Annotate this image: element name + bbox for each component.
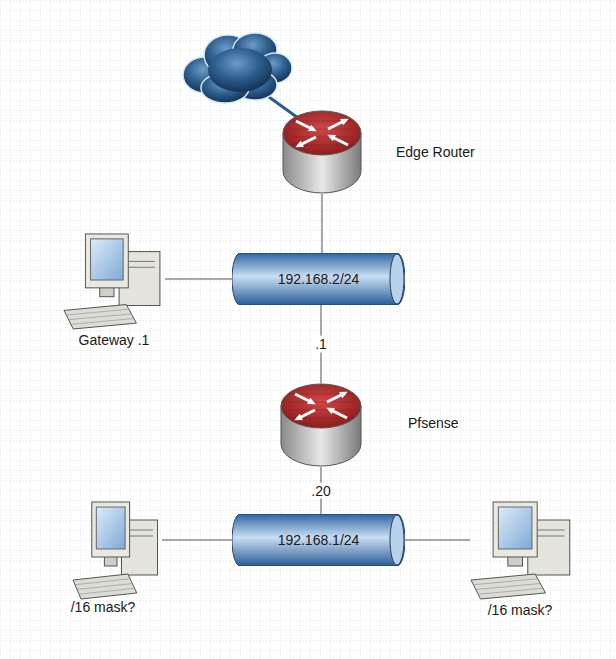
internet-cloud [183, 33, 292, 103]
computer-symbol [470, 500, 575, 600]
client-computer: /16 mask? [470, 500, 575, 600]
router-symbol [282, 110, 362, 194]
network-link [322, 194, 323, 253]
network-segment: 192.168.1/24 [232, 514, 405, 566]
network-segment: 192.168.2/24 [232, 253, 405, 305]
network-link [165, 279, 232, 280]
device-label: /16 mask? [488, 602, 553, 619]
device-label: /16 mask? [71, 599, 136, 616]
gateway-computer: Gateway .1 [63, 232, 165, 330]
device-label: Edge Router [396, 144, 475, 161]
edge-router: Edge Router [282, 110, 362, 194]
interface-address: .1 [313, 336, 329, 353]
device-label: Pfsense [408, 415, 459, 432]
subnet-label: 192.168.1/24 [278, 532, 360, 549]
pfsense-firewall: Pfsense [280, 383, 362, 467]
subnet-label: 192.168.2/24 [278, 271, 360, 288]
interface-address: .20 [309, 482, 332, 499]
network-link [405, 540, 470, 541]
network-link [162, 540, 232, 541]
client-computer: /16 mask? [72, 500, 162, 600]
computer-symbol [63, 232, 165, 330]
device-label: Gateway .1 [79, 332, 150, 349]
router-symbol [280, 383, 362, 467]
computer-symbol [72, 500, 162, 600]
